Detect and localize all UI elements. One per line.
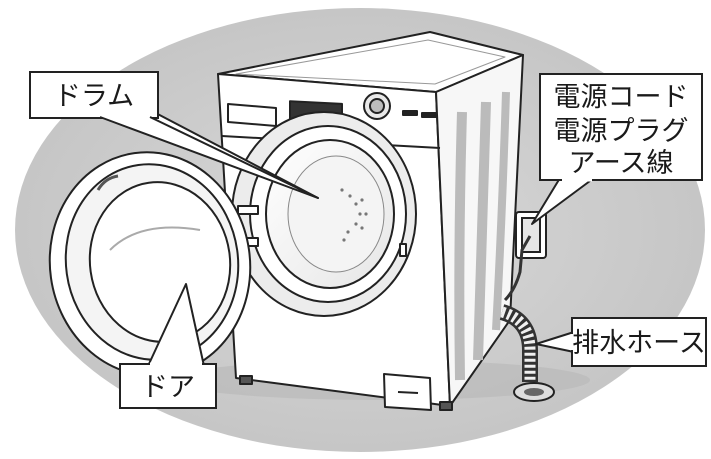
drain-hose-label: 排水ホース xyxy=(572,328,706,359)
ground-wire-label: アース線 xyxy=(568,148,673,179)
door-hinge xyxy=(238,206,258,214)
drum-label: ドラム xyxy=(54,81,134,112)
door-label: ドア xyxy=(141,372,195,403)
power-cord-label: 電源コード xyxy=(554,82,689,113)
power-plug-label: 電源プラグ xyxy=(554,116,689,147)
detergent-drawer xyxy=(228,104,276,126)
washing-machine xyxy=(218,32,523,410)
